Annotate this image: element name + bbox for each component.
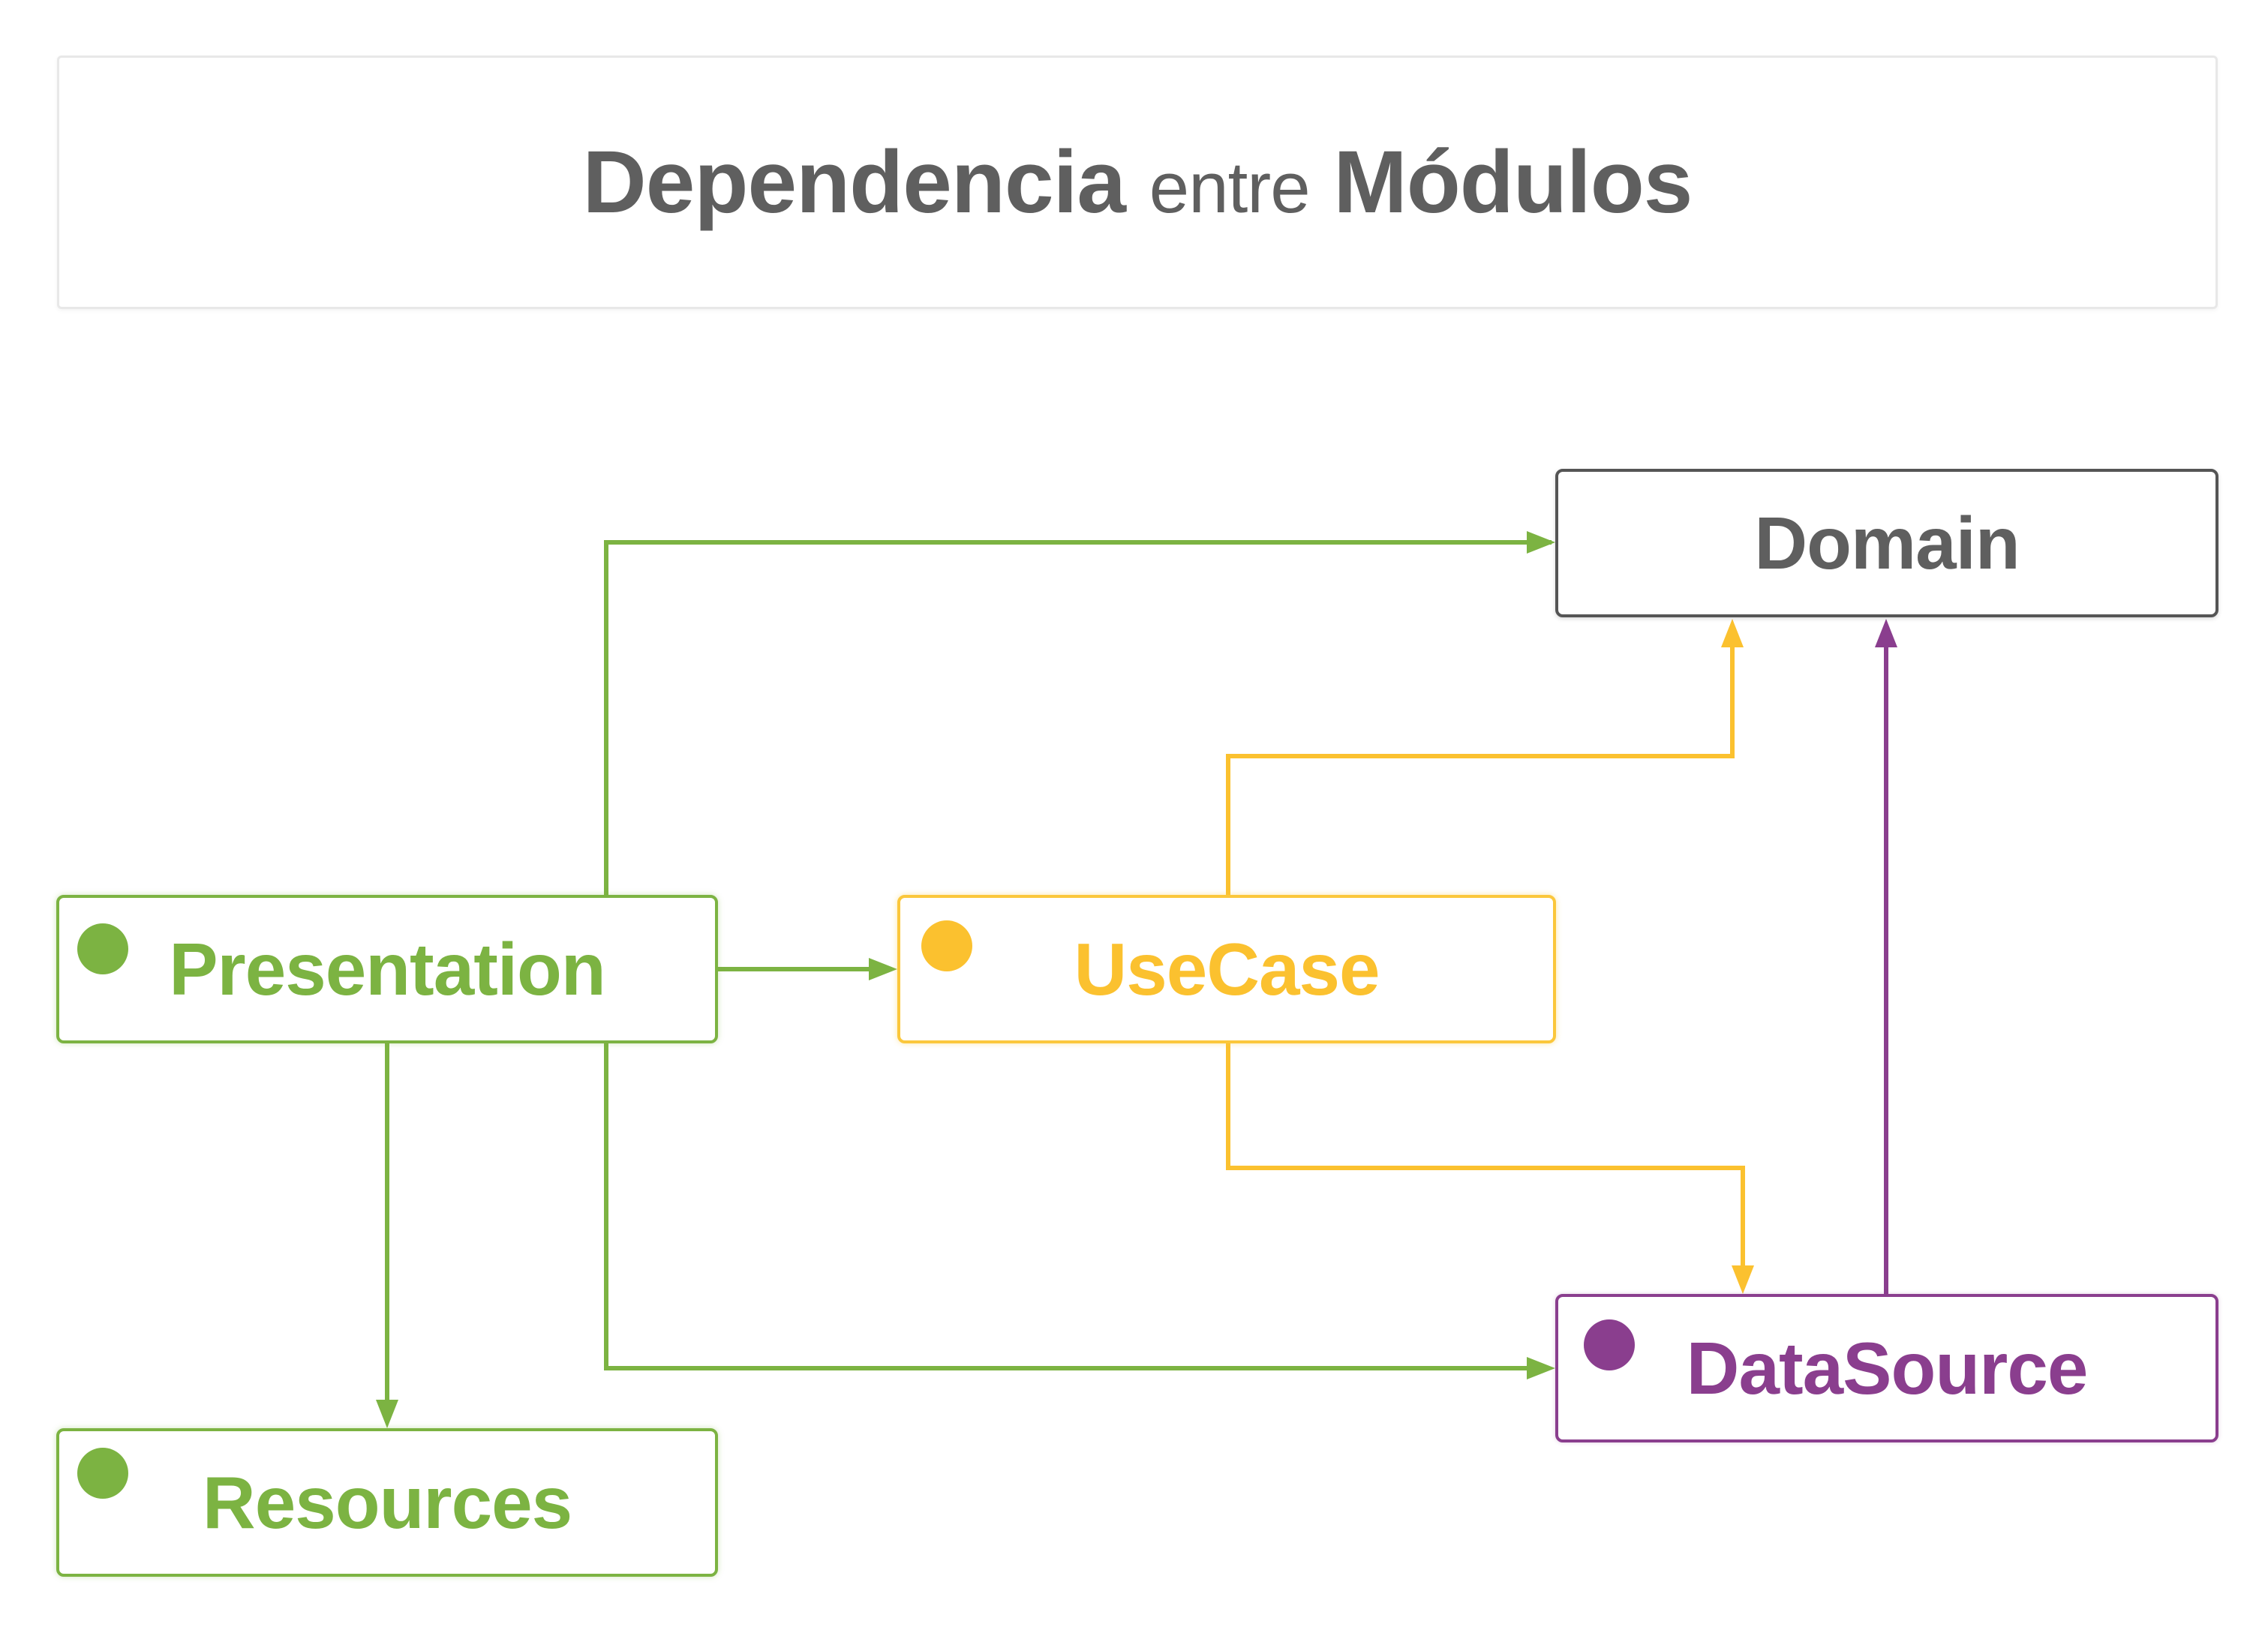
edge-usecase-to-datasource bbox=[1226, 1043, 1745, 1268]
datasource-label: DataSource bbox=[1686, 1327, 2089, 1409]
arrowhead-usecase-to-domain bbox=[1721, 619, 1744, 647]
arrowhead-datasource-to-domain bbox=[1875, 619, 1897, 647]
usecase-dot-icon bbox=[921, 920, 972, 971]
presentation-label: Presentation bbox=[169, 928, 606, 1010]
arrowhead-presentation-to-usecase bbox=[869, 958, 897, 980]
diagram-title: Dependencia entre Módulos bbox=[583, 138, 1693, 227]
title-part-entre: entre bbox=[1149, 148, 1311, 228]
datasource-dot-icon bbox=[1584, 1319, 1635, 1370]
presentation-module: Presentation bbox=[56, 895, 718, 1043]
arrowhead-presentation-to-resources bbox=[376, 1400, 398, 1428]
domain-module: Domain bbox=[1555, 469, 2218, 617]
title-part-dependencia: Dependencia bbox=[582, 133, 1126, 232]
presentation-dot-icon bbox=[77, 923, 128, 974]
resources-dot-icon bbox=[77, 1448, 128, 1499]
usecase-module: UseCase bbox=[897, 895, 1556, 1043]
title-panel: Dependencia entre Módulos bbox=[57, 56, 2218, 309]
datasource-module: DataSource bbox=[1555, 1294, 2218, 1442]
arrowhead-usecase-to-datasource bbox=[1732, 1265, 1754, 1294]
arrowhead-presentation-to-domain bbox=[1527, 531, 1555, 554]
resources-label: Resources bbox=[202, 1461, 572, 1544]
edge-presentation-to-datasource bbox=[604, 1043, 1531, 1370]
title-part-modulos: Módulos bbox=[1333, 133, 1693, 232]
domain-label: Domain bbox=[1754, 502, 2020, 584]
resources-module: Resources bbox=[56, 1428, 718, 1577]
edge-presentation-to-domain bbox=[604, 540, 1552, 895]
edge-usecase-to-domain bbox=[1226, 645, 1735, 895]
arrowhead-presentation-to-datasource bbox=[1527, 1357, 1555, 1379]
usecase-label: UseCase bbox=[1074, 928, 1380, 1010]
